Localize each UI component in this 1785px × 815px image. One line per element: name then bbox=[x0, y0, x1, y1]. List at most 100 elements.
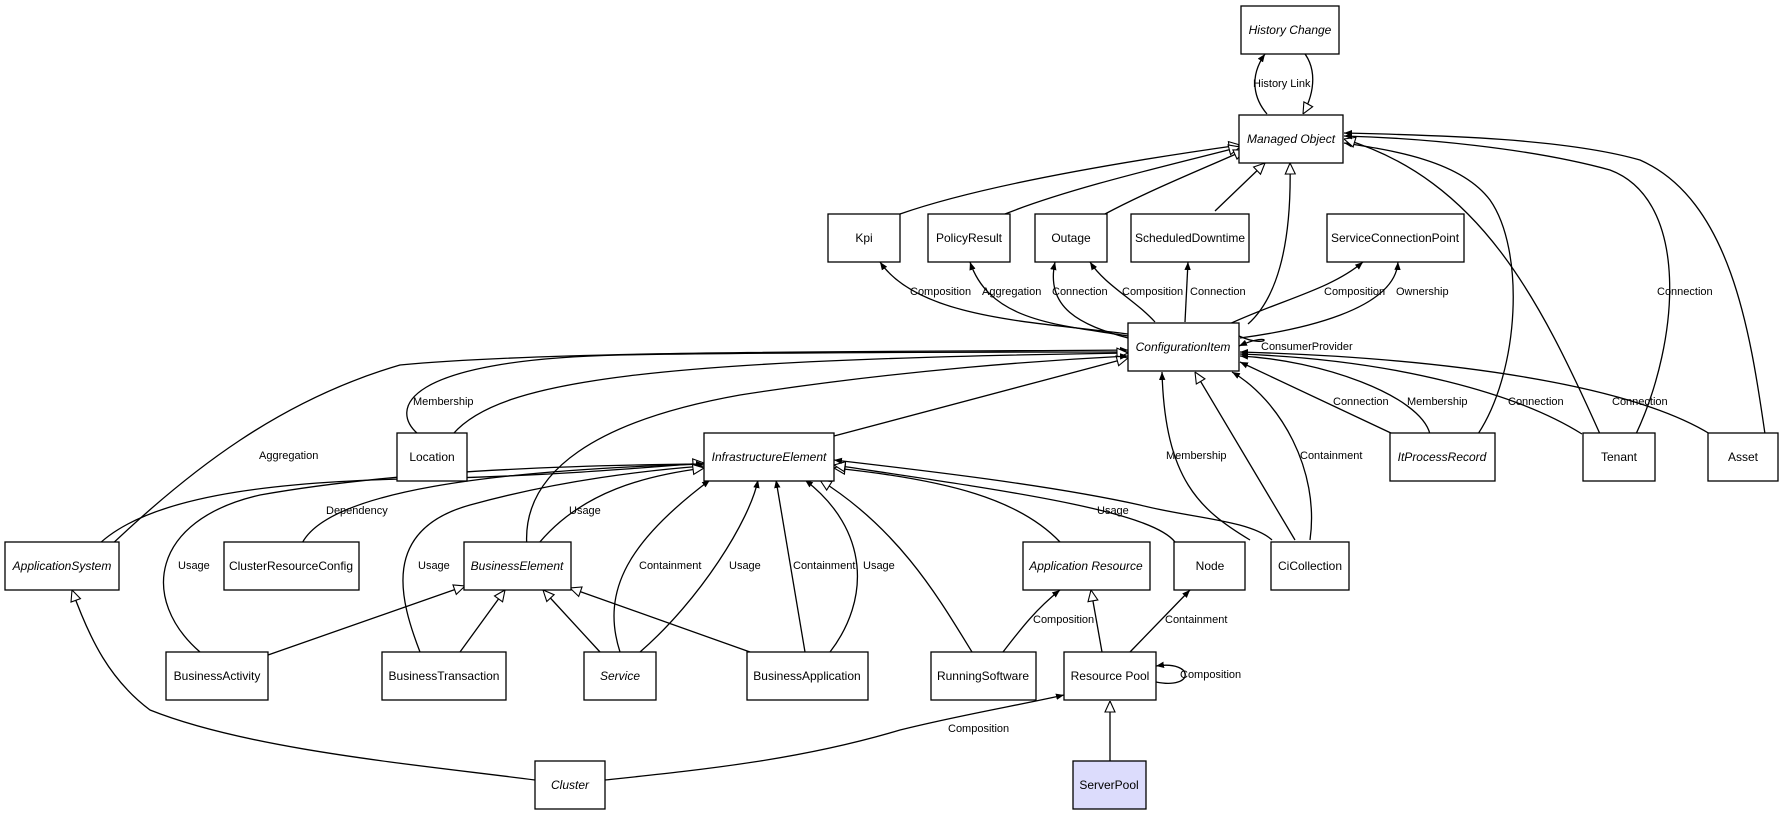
edge-tenant-managed-hollow bbox=[1344, 139, 1601, 435]
edge-location-ci bbox=[452, 353, 1128, 435]
edge-tenant-managed-connection bbox=[1343, 133, 1671, 435]
edge-cicollection-ci-hollow bbox=[1195, 372, 1296, 541]
node-outage[interactable]: Outage bbox=[1034, 213, 1108, 263]
node-policy-result[interactable]: PolicyResult bbox=[927, 213, 1011, 263]
edge-asset-ci bbox=[1239, 349, 1711, 435]
edge-cicollection-ci-containment bbox=[1231, 371, 1313, 541]
edge-label: ConsumerProvider bbox=[1261, 341, 1353, 353]
edge-infra-ci bbox=[833, 358, 1128, 437]
node-label: BusinessTransaction bbox=[389, 669, 500, 683]
edge-label: Connection bbox=[1657, 286, 1713, 298]
edge-label: Dependency bbox=[326, 505, 388, 517]
node-label: ItProcessRecord bbox=[1398, 450, 1487, 464]
edge-label: Connection bbox=[1052, 286, 1108, 298]
node-it-process-record[interactable]: ItProcessRecord bbox=[1389, 432, 1496, 482]
node-configuration-item[interactable]: ConfigurationItem bbox=[1127, 322, 1240, 372]
edge-ci-policy bbox=[969, 261, 1129, 337]
edge-label: Containment bbox=[1165, 614, 1227, 626]
node-running-software[interactable]: RunningSoftware bbox=[930, 651, 1037, 701]
node-label: Location bbox=[409, 450, 454, 464]
node-service-connection-point[interactable]: ServiceConnectionPoint bbox=[1326, 213, 1465, 263]
edge-history-link bbox=[1254, 53, 1268, 115]
edge-tenant-ci bbox=[1239, 351, 1583, 435]
edge-label: Composition bbox=[1180, 669, 1241, 681]
edge-label: Usage bbox=[569, 505, 601, 517]
edge-ci-self bbox=[1238, 335, 1265, 347]
node-managed-object[interactable]: Managed Object bbox=[1238, 114, 1344, 164]
edge-label: Usage bbox=[418, 560, 450, 572]
edge-ci-outage-connection bbox=[1050, 261, 1129, 339]
server-pool-highlight-box bbox=[1072, 760, 1147, 810]
node-kpi[interactable]: Kpi bbox=[827, 213, 901, 263]
node-label: ScheduledDowntime bbox=[1135, 231, 1245, 245]
edge-label: Ownership bbox=[1396, 286, 1449, 298]
node-label: ConfigurationItem bbox=[1136, 340, 1231, 354]
node-label: PolicyResult bbox=[936, 231, 1003, 245]
node-label: Tenant bbox=[1601, 450, 1638, 464]
edge-label: Usage bbox=[178, 560, 210, 572]
node-application-resource[interactable]: Application Resource bbox=[1022, 541, 1151, 591]
node-infrastructure-element[interactable]: InfrastructureElement bbox=[703, 432, 835, 482]
node-label: Resource Pool bbox=[1071, 669, 1150, 683]
edge-label: Composition bbox=[948, 723, 1009, 735]
edge-businesstransaction-businesselement bbox=[459, 590, 505, 653]
edge-itprocess-managed bbox=[1343, 141, 1514, 435]
node-ci-collection[interactable]: CiCollection bbox=[1270, 541, 1350, 591]
edge-label: Usage bbox=[1097, 505, 1129, 517]
edge-service-infra-usage bbox=[639, 479, 760, 653]
node-application-system[interactable]: ApplicationSystem bbox=[4, 541, 120, 591]
node-label: BusinessApplication bbox=[753, 669, 860, 683]
node-scheduled-downtime[interactable]: ScheduledDowntime bbox=[1130, 213, 1250, 263]
node-label: ServerPool bbox=[1079, 778, 1138, 792]
node-label: ClusterResourceConfig bbox=[229, 559, 353, 573]
node-service[interactable]: Service bbox=[583, 651, 657, 701]
node-label: ServiceConnectionPoint bbox=[1331, 231, 1460, 245]
edge-label: Connection bbox=[1508, 396, 1564, 408]
edge-label: Composition bbox=[1033, 614, 1094, 626]
node-server-pool[interactable]: ServerPool bbox=[1072, 760, 1147, 810]
node-location[interactable]: Location bbox=[396, 432, 468, 482]
edge-location-ci-membership bbox=[406, 348, 1129, 435]
edge-runningsoftware-appresource bbox=[1002, 589, 1061, 653]
edge-label: Composition bbox=[1122, 286, 1183, 298]
edge-itprocess-ci-membership bbox=[1239, 353, 1431, 435]
node-business-application[interactable]: BusinessApplication bbox=[746, 651, 869, 701]
node-resource-pool[interactable]: Resource Pool bbox=[1063, 651, 1157, 701]
node-business-activity[interactable]: BusinessActivity bbox=[165, 651, 269, 701]
node-label: Outage bbox=[1051, 231, 1091, 245]
edge-label: Containment bbox=[639, 560, 701, 572]
edge-label: Usage bbox=[863, 560, 895, 572]
edge-bizapp-businesselement bbox=[570, 588, 751, 653]
node-business-element[interactable]: BusinessElement bbox=[463, 541, 572, 591]
node-label: CiCollection bbox=[1278, 559, 1342, 573]
edges bbox=[72, 47, 1766, 781]
edge-itprocess-ci-connection bbox=[1239, 361, 1394, 435]
edge-ci-scheduled bbox=[1184, 261, 1191, 323]
edge-businesstransaction-infra bbox=[402, 463, 705, 653]
node-label: Kpi bbox=[855, 231, 872, 245]
node-business-transaction[interactable]: BusinessTransaction bbox=[381, 651, 507, 701]
edge-ci-managed bbox=[1247, 163, 1290, 325]
edge-ci-kpi bbox=[879, 261, 1129, 335]
node-node[interactable]: Node bbox=[1173, 541, 1246, 591]
edge-service-businesselement bbox=[543, 590, 601, 653]
edge-label: Composition bbox=[1324, 286, 1385, 298]
node-tenant[interactable]: Tenant bbox=[1582, 432, 1656, 482]
edge-labels: History Link Composition Aggregation Con… bbox=[178, 78, 1713, 735]
node-label: ApplicationSystem bbox=[12, 559, 112, 573]
edge-label: Composition bbox=[910, 286, 971, 298]
node-cluster[interactable]: Cluster bbox=[534, 760, 606, 810]
edge-appsystem-ci bbox=[107, 346, 1129, 549]
edge-appresource-infra bbox=[834, 468, 1061, 543]
edge-bizapp-infra-usage bbox=[804, 479, 858, 653]
edge-runningsoftware-infra bbox=[820, 480, 973, 653]
node-asset[interactable]: Asset bbox=[1707, 432, 1779, 482]
node-label: Cluster bbox=[551, 778, 590, 792]
node-label: Service bbox=[600, 669, 640, 683]
node-label: Managed Object bbox=[1247, 132, 1336, 146]
node-label: RunningSoftware bbox=[937, 669, 1029, 683]
node-cluster-resource-config[interactable]: ClusterResourceConfig bbox=[223, 541, 360, 591]
edge-label: Membership bbox=[1407, 396, 1468, 408]
node-history-change[interactable]: History Change bbox=[1240, 5, 1340, 55]
